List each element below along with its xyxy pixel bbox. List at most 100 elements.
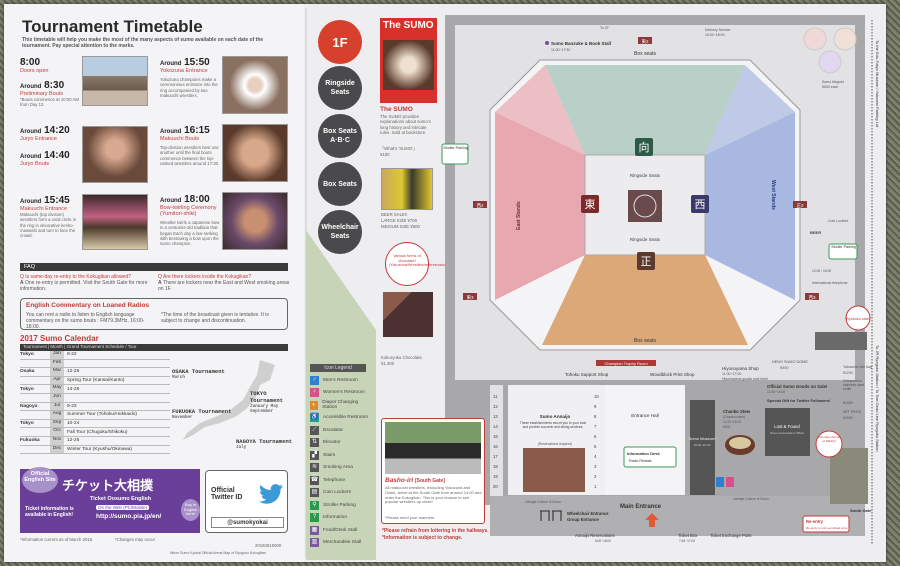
set-price: ¥2500 <box>843 416 853 420</box>
legend-label: Women's Restroom <box>323 390 365 396</box>
banzuke-stall: Sumo Banzuke & Book Stall <box>551 41 611 46</box>
event-prefix: Around <box>160 61 182 67</box>
seat-box-abc[interactable]: Box Seats A·B·C <box>318 114 362 158</box>
calendar-row: Feb <box>20 359 170 369</box>
gate-marker <box>638 37 652 44</box>
calendar-venue: Osaka <box>20 369 35 375</box>
legend-label: Merchandise Stall <box>323 540 362 546</box>
entrance-arrow-icon <box>645 513 659 527</box>
museum-label: Sumo Museum <box>689 436 717 441</box>
direction-station: To JR Ryogoku Station / To Toei Oedo Lin… <box>875 345 880 452</box>
tohoku-shop: Tohoku Support Shop <box>565 372 609 377</box>
gate-label: 東2 <box>641 38 648 45</box>
beer-large: LARGE SIZE ¥700 <box>381 218 418 223</box>
ticket-box-hours: 7:45~17:00 <box>679 539 695 543</box>
event-prefix: Around <box>160 198 182 204</box>
event-desc: *Bouts commence at 10:00 AM from Day 13. <box>20 97 79 108</box>
event-preliminary: Around 8:30 Preliminary Bouts *Bouts com… <box>20 80 80 108</box>
tea-house-number: 3 <box>594 464 597 469</box>
tea-house-number: 9 <box>594 404 597 409</box>
food-drink-stall-icon: ▦ <box>310 525 319 535</box>
tote-name: Yokozuna tote bag <box>843 365 872 369</box>
legend-item: ▦Food/Drink Stall <box>310 524 370 537</box>
twitter-handle: @sumokyokai <box>211 517 284 528</box>
lifestyle-label: Lifestyle Culture of Sumo <box>733 497 769 501</box>
legend-item: ?Information <box>310 512 370 525</box>
calendar-schedule: Fall Tour (Chugoku/Shikoku) <box>67 429 128 435</box>
calendar-venue: Fukuoka <box>20 438 40 444</box>
photo-bout <box>222 124 288 182</box>
chanko-price: ¥300 <box>723 425 731 429</box>
radio-note: *The time of the broadcast given is tent… <box>161 312 269 324</box>
calendar-venue: Tokyo <box>20 386 34 392</box>
event-name: Juryo Bouts <box>20 161 50 167</box>
chanko-hours: 11:00~16:00 <box>723 420 741 424</box>
calendar-schedule: 12-26 <box>67 369 80 375</box>
annaijo-note: (Reservations required) <box>538 442 572 446</box>
womens-restroom-icon <box>726 477 734 487</box>
legend-label: Information <box>323 515 347 521</box>
book-cover-title: The SUMO <box>383 20 434 31</box>
intl-telephone: International telephone <box>812 281 848 285</box>
annaijo-reservations: Annaijo Reservations <box>575 533 615 538</box>
ticket-banner[interactable]: Official English Site チケット大相撲 Ticket Oos… <box>20 467 200 533</box>
banzuke-hours: 11:00~17:30 <box>551 48 570 52</box>
calendar-schedule: 8-22 <box>67 352 77 358</box>
legend-item: ▞Stairs <box>310 449 370 462</box>
buy-button[interactable]: Buy in English here! <box>181 499 200 521</box>
calendar-table: Tournament | Month | Grand Tournament Sc… <box>20 344 288 455</box>
legend-item: ♀Women's Restroom <box>310 387 370 400</box>
legend-item: ⟋Escalator <box>310 424 370 437</box>
basho-text: All makuuchi wrestlers, excluding Yokozu… <box>385 485 482 505</box>
calendar-schedule: Spring Tour (Kansai/Kanto) <box>67 378 125 384</box>
seat-ringside[interactable]: Ringside Seats <box>318 66 362 110</box>
calendar-schedule: Summer Tour (Tohoku/Hokkaido) <box>67 412 138 418</box>
faq-answer: There are lockers near the East and West… <box>158 280 290 292</box>
event-time: 14:20 <box>44 125 70 136</box>
seat-wheelchair[interactable]: Wheelchair Seats <box>318 210 362 254</box>
faq-header: FAQ <box>20 263 288 271</box>
legend-label: Telephone <box>323 477 346 483</box>
lost-found-sub: (Sumo Association Office) <box>770 431 804 435</box>
calendar-month: Mar <box>50 368 64 376</box>
seat-box[interactable]: Box Seats <box>318 162 362 206</box>
twitter-box[interactable]: Official Twitter ID @sumokyokai <box>205 470 288 533</box>
tea-house-number: 5 <box>594 444 597 449</box>
delivery-service: Delivery Service <box>705 28 730 32</box>
ticket-info: Ticket information is available in Engli… <box>25 506 74 518</box>
event-prefix: Around <box>20 199 42 205</box>
magnet-name: Sumo Magnet <box>822 80 844 84</box>
legend-item: ▤Coin Lockers <box>310 487 370 500</box>
event-desc: Yokozuna champions make a ceremonious en… <box>160 77 218 98</box>
calendar-month: Sep <box>50 419 64 428</box>
calendar-month: Apr <box>50 376 64 385</box>
box-seats-label: Box seats <box>634 338 656 344</box>
faq-item: Q Is same-day re-entry to the Kokugikan … <box>20 274 150 292</box>
tournament-name: NAGOYA Tournament <box>236 438 293 445</box>
event-name: Doors open <box>20 68 49 74</box>
calendar-month: Dec <box>50 445 64 454</box>
banzuke-circle: Banzuke (Arrival of Rikishi) <box>817 436 840 443</box>
calendar-schedule: 14-28 <box>67 386 80 392</box>
east-stand <box>495 112 585 300</box>
footnote-code: 20160815000 <box>255 543 282 548</box>
event-makuuchi-bouts: Around 16:15 Makuuchi Bouts Top-division… <box>160 125 222 166</box>
gate-label: 正2 <box>796 203 803 208</box>
ringside-label: Ringside Seats <box>630 173 661 178</box>
north-stand <box>545 65 745 155</box>
diaper-changing-station-icon: ◐ <box>310 400 319 410</box>
ticket-url-link[interactable]: http://sumo.pia.jp/en/ <box>96 513 162 520</box>
event-desc: Wrestler twirls a Japanese bow in a cent… <box>160 220 220 247</box>
ryokoku-sale: Ryokoku sale! <box>846 317 870 321</box>
legend-item: ◐Diaper Changing Station <box>310 399 370 412</box>
mens-restroom-icon <box>716 477 724 487</box>
box-seats-label: Box seats <box>634 51 656 57</box>
tea-house-number: 13 <box>493 414 498 419</box>
stroller-parking-icon: ⚲ <box>310 500 319 510</box>
web-sub: (PC/Mobile) <box>123 505 147 510</box>
calendar-schedule: 12-26 <box>67 438 80 444</box>
